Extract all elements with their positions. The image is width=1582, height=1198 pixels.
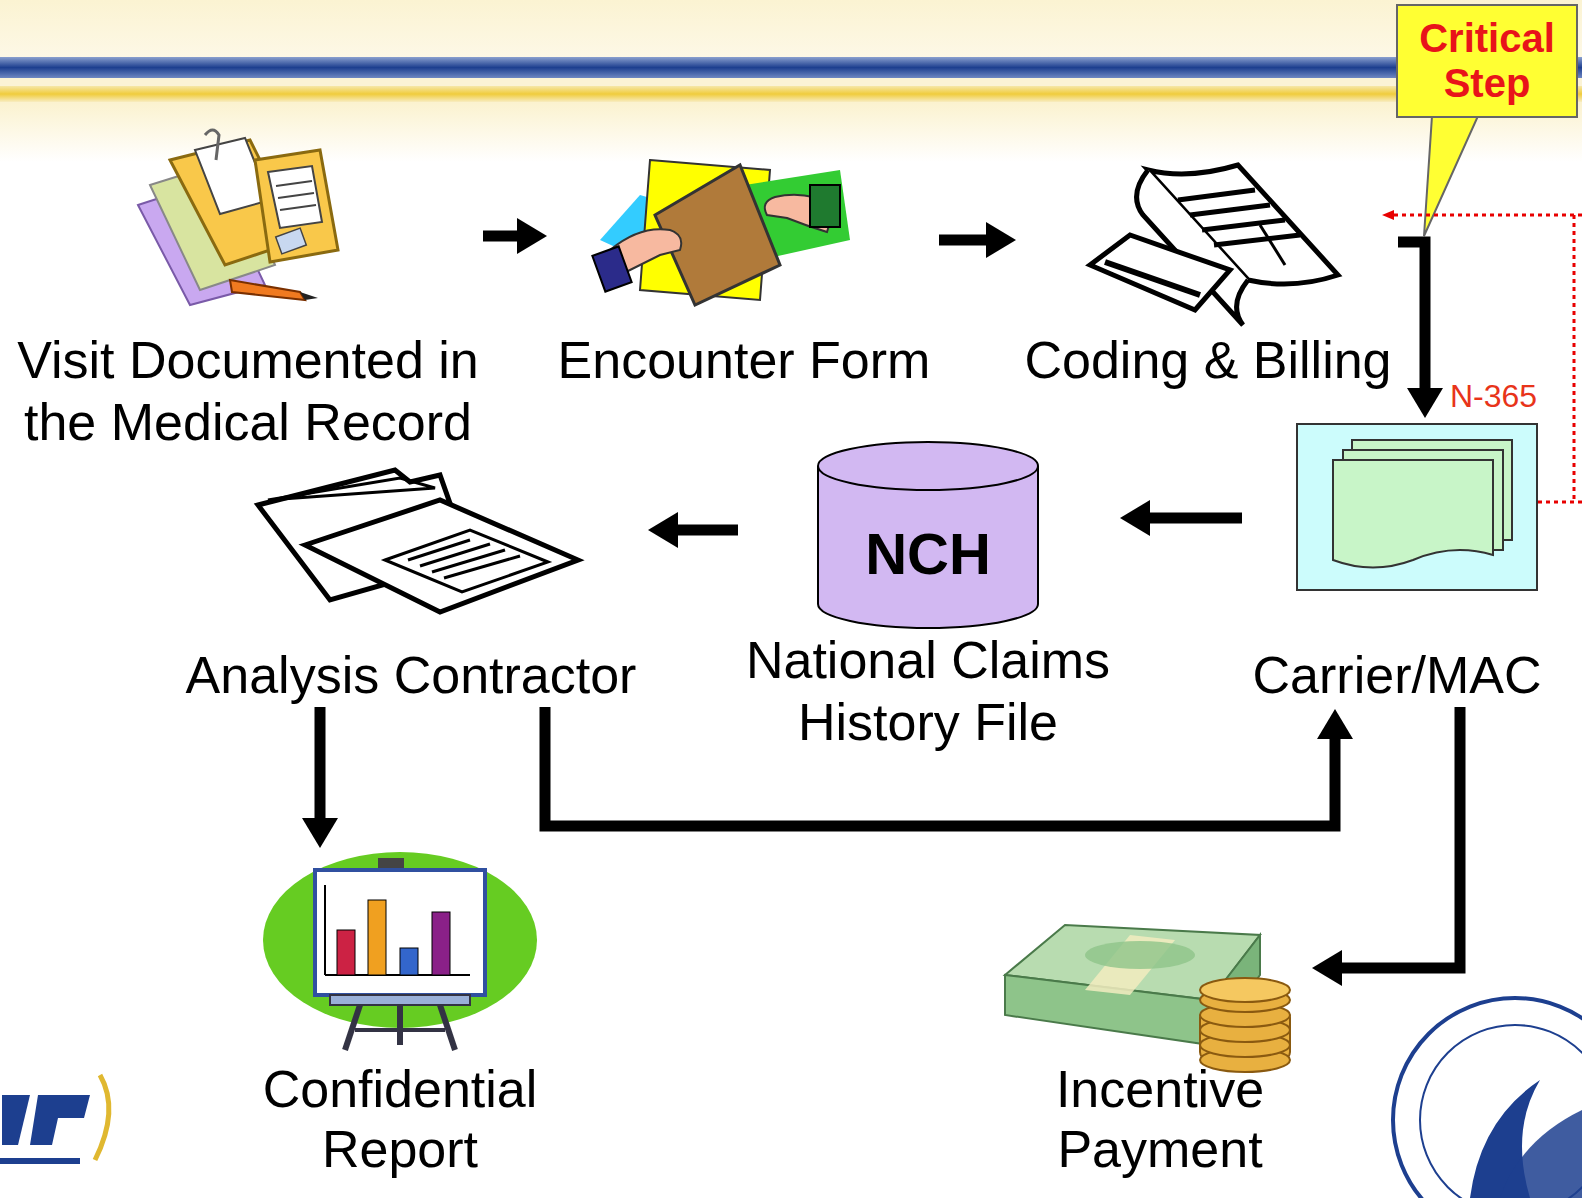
step-caption: Carrier/MAC [1242,645,1552,707]
callout-pointer [1424,116,1478,236]
flow-arrow [483,231,517,242]
callout-text: Critical Step [1402,16,1572,106]
claims-stack-icon [1297,424,1537,590]
step-caption: Confidential Report [250,1060,550,1180]
dotted-feedback-line [1538,501,1582,504]
billing-step: Coding & Billing [1018,150,1398,392]
step-caption: Incentive Payment [1010,1060,1310,1180]
database-cylinder: NCH National Claims History File [738,440,1118,754]
chart-easel-icon [263,852,537,1050]
flow-arrow [1398,242,1425,388]
callout-box: Critical Step [1396,4,1578,118]
step-caption: National Claims History File [738,630,1118,754]
flow-arrow [939,235,986,246]
database-label: NCH [816,520,1040,587]
invoice-icon [1090,165,1338,325]
report-step: Confidential Report [250,850,550,1180]
header-bar [0,86,1582,102]
cylinder-shape: NCH [816,440,1040,630]
header-band [0,0,1582,57]
flow-arrow [1150,513,1242,524]
exchange-icon [592,160,850,305]
step-caption: Visit Documented in the Medical Record [13,330,483,454]
flow-arrow [678,525,738,536]
step-caption: Analysis Contractor [176,645,646,707]
dotted-feedback-line [1392,214,1582,217]
step-caption: Coding & Billing [1018,330,1398,392]
node-code-label: N-365 [1450,378,1537,415]
folder-document-icon [258,470,578,612]
header-bar [0,57,1582,78]
carrier-step: Carrier/MAC [1242,420,1552,707]
record-step: Visit Documented in the Medical Record [13,130,483,454]
money-icon [1005,925,1290,1072]
agency-logo [0,1075,109,1164]
encounter-step: Encounter Form [549,150,939,392]
header-band [0,78,1582,86]
flow-arrow [315,707,326,818]
step-caption: Encounter Form [549,330,939,392]
folder-icon [138,130,338,305]
flow-arrow [1342,707,1460,968]
dotted-feedback-line [1573,215,1576,502]
analysis-step: Analysis Contractor [176,470,646,707]
payment-step: Incentive Payment [1010,900,1310,1180]
department-seal [1393,998,1582,1198]
